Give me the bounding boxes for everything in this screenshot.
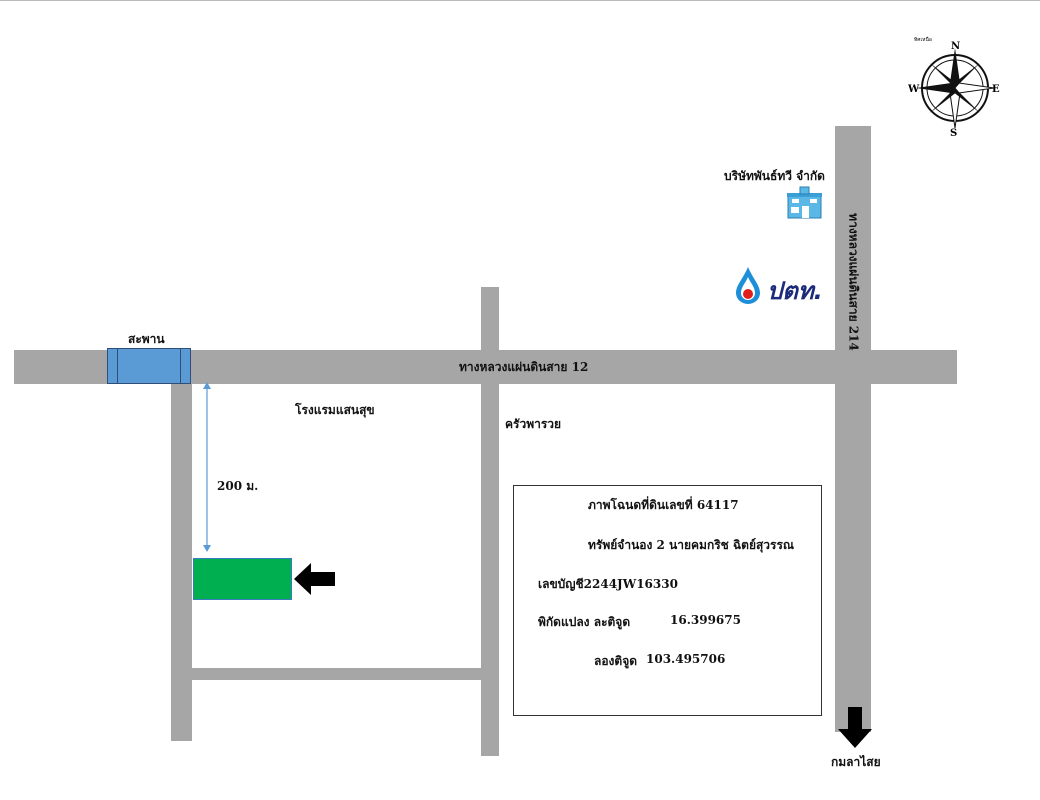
arrow-left-icon xyxy=(294,563,335,595)
latitude-value: 16.399675 xyxy=(670,613,741,627)
left-vertical-road xyxy=(171,383,192,741)
building-icon xyxy=(787,186,822,219)
highway-12-label: ทางหลวงแผ่นดินสาย 12 xyxy=(459,360,589,374)
top-border xyxy=(0,0,1040,1)
info-box: ภาพโฉนดที่ดินเลขที่ 64117 ทรัพย์จำนอง 2 … xyxy=(513,485,822,716)
bridge xyxy=(107,348,191,384)
latitude-label: พิกัดแปลง ละติจูด xyxy=(538,615,631,629)
compass-e: E xyxy=(992,84,1000,95)
account-number: เลขบัญชี2244JW16330 xyxy=(538,577,678,591)
asset-owner: ทรัพย์จำนอง 2 นายคมกริช ฉิตย์สุวรรณ xyxy=(588,538,795,552)
land-plot xyxy=(193,558,292,600)
highway-214-road xyxy=(835,126,871,732)
compass-w: W xyxy=(908,84,920,95)
compass-rose-icon: N W E S xyxy=(908,41,1000,138)
distance-arrow xyxy=(203,382,211,552)
longitude-value: 103.495706 xyxy=(646,652,726,666)
restaurant-label: ครัวพารวย xyxy=(505,417,562,431)
highway-214-label: ทางหลวงแผ่นดินสาย 214 xyxy=(846,213,861,351)
company-label: บริษัทพันธ์ทวี จำกัด xyxy=(724,169,825,183)
ptt-logo: ปตท. xyxy=(733,265,833,305)
bottom-horizontal-road xyxy=(192,668,481,680)
middle-vertical-road xyxy=(481,287,499,756)
distance-label: 200 ม. xyxy=(217,479,259,493)
compass-caption: ทิศเหนือ xyxy=(914,37,932,43)
kamalasai-label: กมลาไสย xyxy=(831,755,881,769)
hotel-label: โรงแรมแสนสุข xyxy=(295,403,375,417)
arrow-down-icon xyxy=(838,707,872,748)
bridge-label: สะพาน xyxy=(128,332,165,346)
longitude-label: ลองติจูด xyxy=(594,654,638,668)
title-deed: ภาพโฉนดที่ดินเลขที่ 64117 xyxy=(588,498,739,512)
compass-s: S xyxy=(950,128,957,138)
compass-n: N xyxy=(951,41,960,52)
